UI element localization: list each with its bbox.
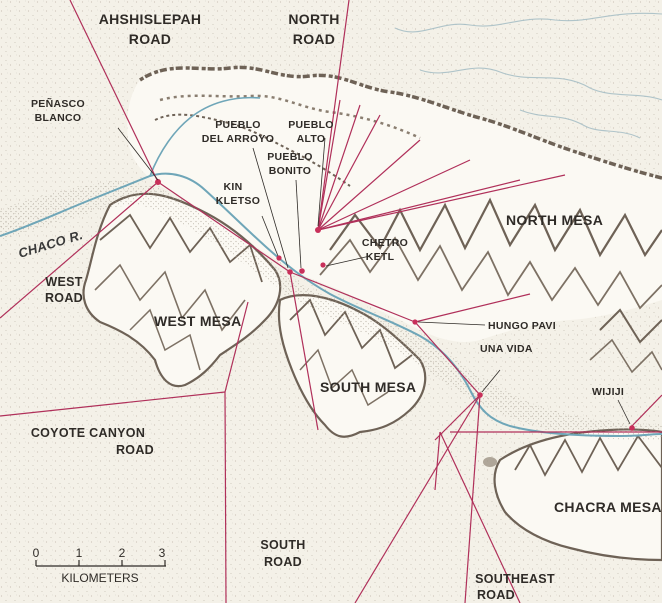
south-road-label-2: ROAD: [264, 555, 302, 569]
ahshislepah-road-line: [69, 0, 159, 183]
pueblo-del-arroyo-dot: [287, 269, 293, 275]
tributary-streams: [394, 12, 662, 139]
pueblo-alto-label: PUEBLO: [288, 119, 334, 131]
penasco-blanco-dot: [155, 179, 161, 185]
river-tributary: [149, 96, 261, 177]
penasco-blanco-label-2: BLANCO: [35, 112, 82, 124]
west-road-line: [0, 181, 159, 319]
road-spoke: [317, 99, 341, 231]
kin-kletso-dot: [276, 255, 282, 261]
southeast-road-label-2: ROAD: [477, 588, 515, 602]
pueblo-del-arroyo-label-2: DEL ARROYO: [202, 133, 274, 145]
road-spoke: [317, 159, 471, 231]
scale-tick-1: 1: [76, 546, 83, 560]
coyote-canyon-road-line: [224, 301, 249, 393]
north-road-label: NORTH: [288, 11, 339, 27]
north-road-line: [317, 0, 350, 231]
kin-kletso-label-2: KLETSO: [216, 195, 260, 207]
chetro-ketl-dot: [320, 262, 326, 268]
scale-bar: 0 1 2 3 KILOMETERS: [33, 546, 166, 585]
west-road-label-2: ROAD: [45, 291, 83, 305]
road-line: [434, 431, 441, 491]
southeast-road-line: [464, 394, 481, 603]
west-mesa-label: WEST MESA: [154, 313, 241, 329]
road-spoke: [317, 114, 381, 231]
north-mesa-label: NORTH MESA: [506, 212, 603, 228]
wijiji-road-line: [629, 394, 662, 429]
south-road-label: SOUTH: [260, 538, 305, 552]
pueblo-alto-dot: [315, 227, 321, 233]
southeast-road-line: [354, 394, 481, 603]
small-butte: [483, 457, 497, 467]
kin-kletso-label: KIN: [224, 181, 243, 193]
scale-tick-2: 2: [119, 546, 126, 560]
canyon-floor-stipple: [0, 180, 662, 440]
west-road-label: WEST: [45, 275, 82, 289]
mesa-labels: NORTH MESA WEST MESA SOUTH MESA CHACRA M…: [154, 212, 662, 515]
inner-rim: [154, 113, 351, 187]
hungo-pavi-label: HUNGO PAVI: [488, 320, 556, 332]
coyote-canyon-road-line: [0, 391, 226, 417]
road-line: [434, 394, 481, 441]
hungo-pavi-road-line: [414, 293, 531, 323]
chacra-mesa: [493, 308, 662, 562]
chacra-mesa-label: CHACRA MESA: [554, 499, 662, 515]
una-vida-road-line: [414, 321, 481, 396]
ahshislepah-road-label-2: ROAD: [129, 31, 171, 47]
road-spoke: [317, 179, 521, 231]
pueblo-del-arroyo-label: PUEBLO: [215, 119, 261, 131]
scale-tick-0: 0: [33, 546, 40, 560]
road-spoke: [317, 139, 421, 231]
north-road-label-2: ROAD: [293, 31, 335, 47]
coyote-canyon-road-label: COYOTE CANYON: [31, 426, 145, 440]
chetro-ketl-label: CHETRO: [362, 237, 408, 249]
penasco-blanco-label: PEÑASCO: [31, 97, 85, 110]
road-labels: AHSHISLEPAH ROAD NORTH ROAD WEST ROAD CO…: [31, 11, 555, 602]
canyon-road-line: [289, 271, 416, 323]
hungo-pavi-dot: [412, 319, 418, 325]
road-spoke: [317, 104, 361, 231]
road-spoke: [317, 174, 566, 231]
wijiji-label: WIJIJI: [592, 386, 624, 398]
pueblo-alto-label-2: ALTO: [297, 133, 326, 145]
coyote-canyon-road-label-2: ROAD: [116, 443, 154, 457]
south-mesa-label: SOUTH MESA: [320, 379, 416, 395]
pueblo-bonito-label-2: BONITO: [269, 165, 311, 177]
pueblo-bonito-label: PUEBLO: [267, 151, 313, 163]
canyon-road-line: [157, 181, 291, 273]
pueblo-bonito-dot: [299, 268, 305, 274]
una-vida-label: UNA VIDA: [480, 343, 533, 355]
scale-tick-3: 3: [159, 546, 166, 560]
una-vida-dot: [477, 392, 483, 398]
leader-lines: [117, 127, 631, 425]
southeast-road-line: [439, 431, 521, 603]
wijiji-dot: [629, 425, 635, 431]
south-mesa-road-line: [289, 271, 319, 431]
southeast-road-label: SOUTHEAST: [475, 572, 555, 586]
scale-unit-label: KILOMETERS: [61, 571, 138, 585]
site-markers: [155, 179, 635, 431]
ahshislepah-road-label: AHSHISLEPAH: [99, 11, 202, 27]
site-labels: PEÑASCO BLANCO PUEBLO ALTO PUEBLO DEL AR…: [31, 97, 624, 398]
south-road-line: [224, 391, 227, 603]
chetro-ketl-label-2: KETL: [366, 251, 395, 263]
